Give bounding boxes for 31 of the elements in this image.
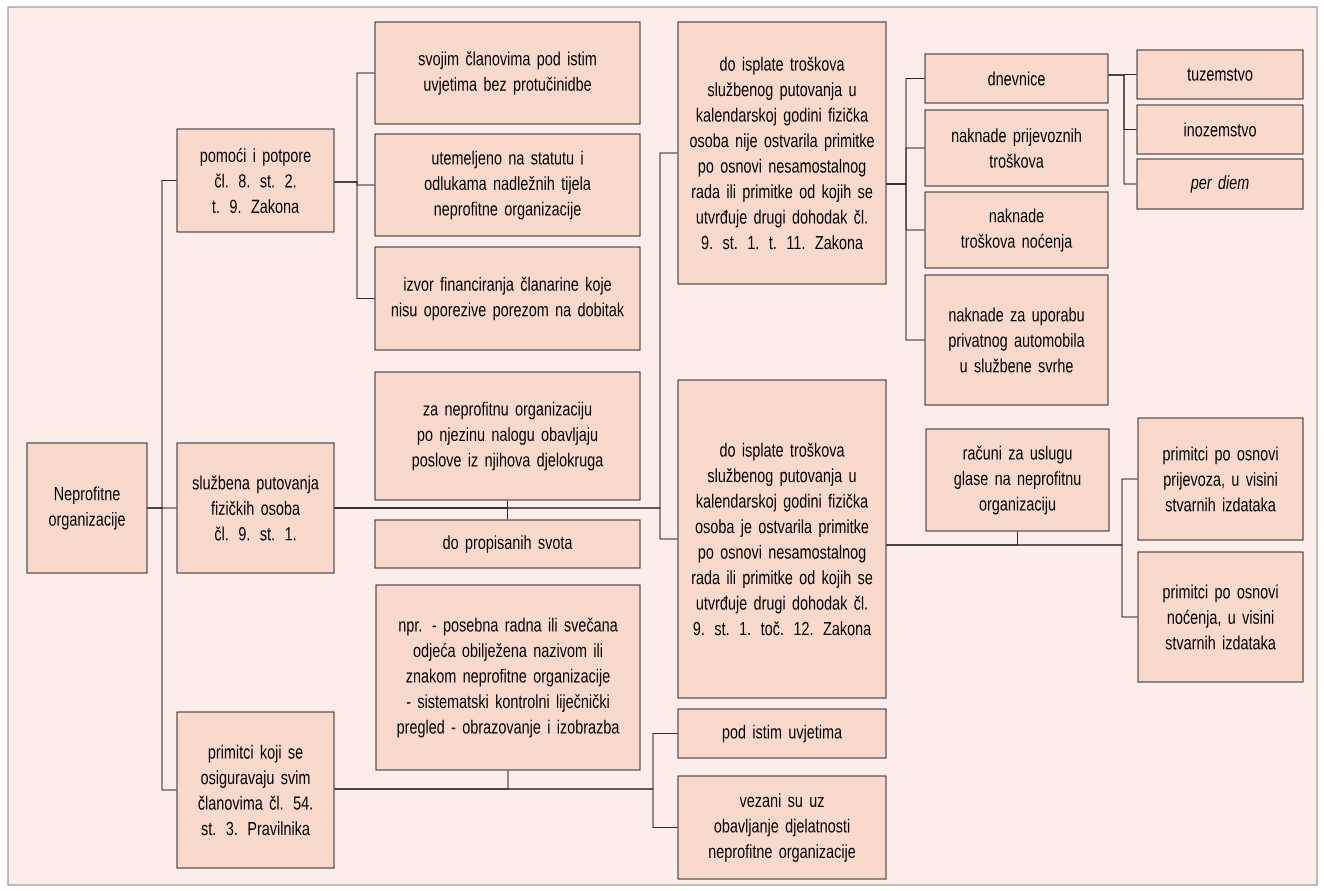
connector-line: [1108, 74, 1137, 185]
connector-line: [334, 788, 678, 828]
connector-line: [886, 544, 1138, 618]
text-box: za neprofitnu organizaciju po njezinu nalogu obavljaju poslove iz njihova djelokruga: [374, 371, 641, 501]
text-box: računi za uslugu glase na neprofitnu organizaciju: [925, 428, 1110, 532]
text-box: dnevnice: [924, 53, 1109, 104]
text-box: primitci po osnovi noćenja, u visini stvarnih izdataka: [1137, 551, 1304, 683]
text-box: naknade prijevoznih troškova: [924, 109, 1109, 187]
text-box: per diem: [1136, 158, 1304, 210]
text-box: primitci po osnovi prijevoza, u visini stvarnih izdataka: [1137, 417, 1304, 541]
connector-line: [334, 181, 375, 299]
connector-line: [334, 507, 678, 540]
text-box: utemeljeno na statutu i odlukama nadležnih tijela neprofitne organizacije: [374, 133, 641, 237]
connector-line: [886, 183, 925, 341]
text-box: primitci koji se osiguravaju svim članovima čl. 54. st. 3. Pravilnika: [176, 711, 335, 869]
text-box: inozemstvo: [1136, 104, 1304, 155]
text-box: tuzemstvo: [1136, 49, 1304, 100]
text-box: do isplate troškova službenog putovanja u kalendarskoj godini fizička osoba je ostvarila primitke po osnovi nesamostalnog rada ili primitke od kojih se utvrđuje drugi dohodak čl. 9. st. 1. toč. 12. Zakona: [677, 379, 887, 699]
connector-line: [147, 507, 177, 791]
text-box: naknade troškova noćenja: [924, 191, 1109, 269]
text-box: npr. - posebna radna ili svečana odjeća obilježena nazivom ili znakom neprofitne organizacije - sistematski kontrolni liječnički pregled - obrazovanje i izobrazba: [375, 584, 641, 771]
text-box: službena putovanja fizičkih osoba čl. 9. st. 1.: [176, 442, 335, 574]
text-box: Neprofitne organizacije: [26, 442, 148, 574]
text-box: pod istim uvjetima: [677, 708, 887, 759]
text-box: svojim članovima pod istim uvjetima bez protučinidbe: [374, 21, 641, 125]
text-box: pomoći i potpore čl. 8. st. 2. t. 9. Zakona: [176, 128, 335, 233]
text-box: do isplate troškova službenog putovanja u kalendarskoj godini fizička osoba nije ostvarila primitke po osnovi nesamostalnog rada ili primitke od kojih se utvrđuje drugi dohodak čl. 9. st. 1. t. 11. Zakona: [677, 21, 887, 285]
text-box: izvor financiranja članarine koje nisu oporezive porezom na dobitak: [374, 246, 641, 351]
text-box: vezani su uz obavljanje djelatnosti neprofitne organizacije: [677, 775, 887, 880]
text-box: do propisanih svota: [374, 519, 641, 569]
text-box: naknade za uporabu privatnog automobila u službene svrhe: [924, 274, 1109, 406]
